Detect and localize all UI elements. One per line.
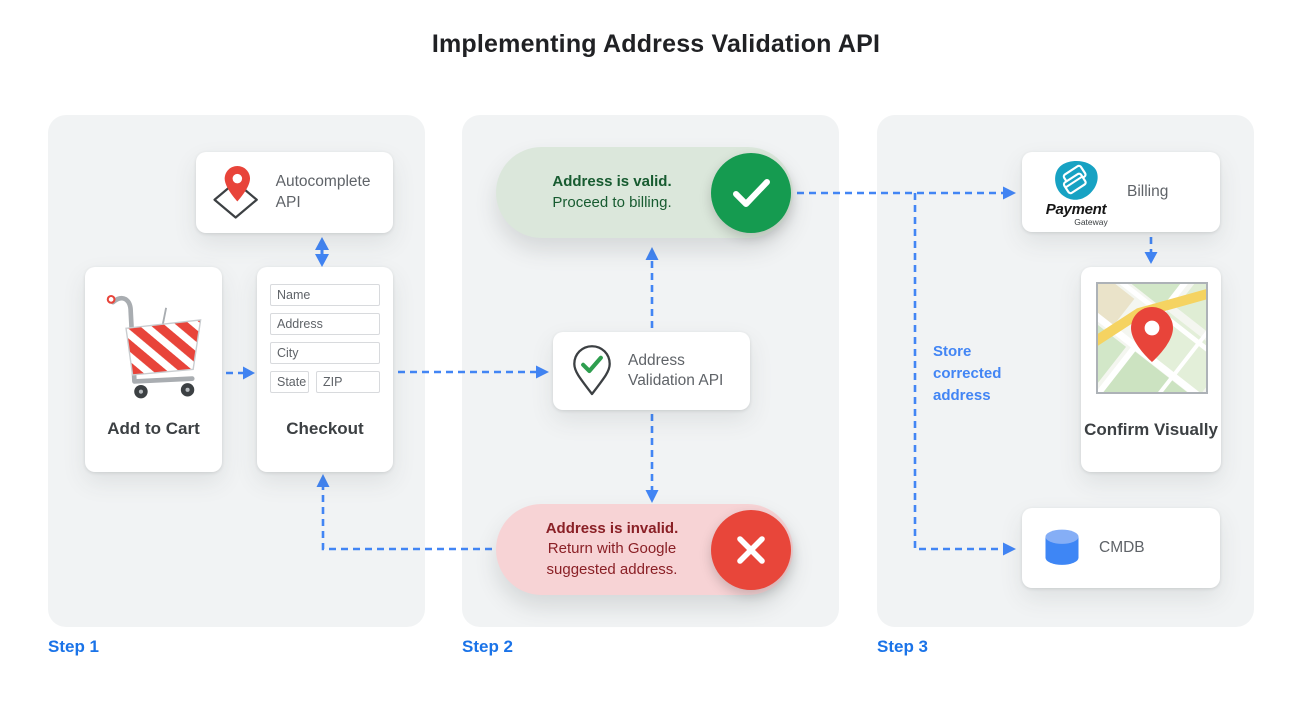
add-to-cart-card: Add to Cart	[85, 267, 222, 472]
map-pin-diamond-icon	[213, 165, 258, 219]
page-title: Implementing Address Validation API	[431, 30, 881, 58]
address-valid-headline: Address is valid.	[552, 173, 672, 191]
autocomplete-api-label: Autocomplete API	[275, 173, 371, 211]
address-invalid-pill: Address is invalid. Return with Google s…	[496, 504, 793, 595]
autocomplete-api-card: Autocomplete API	[196, 152, 393, 233]
checkout-label: Checkout	[286, 419, 364, 438]
checkout-field-city: City	[270, 342, 380, 364]
x-icon	[711, 509, 791, 590]
address-valid-subtext: Proceed to billing.	[552, 193, 672, 211]
checkout-field-address: Address	[270, 313, 380, 335]
payment-gateway-subtitle: Gateway	[1074, 217, 1108, 228]
checkout-field-state: State	[270, 371, 309, 393]
confirm-visually-label: Confirm Visually	[1084, 420, 1218, 440]
payment-gateway-icon	[1055, 161, 1098, 200]
map-preview-image	[1096, 282, 1208, 394]
shopping-cart-icon	[106, 295, 202, 399]
step-3-label: Step 3	[877, 637, 929, 656]
address-valid-pill: Address is valid. Proceed to billing.	[496, 147, 793, 238]
add-to-cart-label: Add to Cart	[107, 419, 200, 438]
address-invalid-headline: Address is invalid.	[545, 519, 679, 537]
check-icon	[711, 152, 791, 233]
address-validation-api-label: Address Validation API	[628, 351, 724, 389]
payment-gateway-logo: Payment Gateway	[1038, 157, 1114, 227]
store-corrected-address-note: Store corrected address	[933, 343, 1002, 404]
database-icon	[1045, 529, 1079, 565]
cmdb-card: CMDB	[1022, 508, 1220, 588]
checkout-form: Name Address City State ZIP	[270, 284, 380, 393]
cmdb-label: CMDB	[1099, 538, 1145, 556]
billing-label: Billing	[1127, 182, 1169, 200]
address-valid-text: Address is valid. Proceed to billing.	[522, 147, 702, 238]
payment-gateway-wordmark: Payment	[1045, 201, 1107, 219]
checkout-field-name: Name	[270, 284, 380, 306]
step-1-label: Step 1	[48, 637, 100, 656]
pin-check-icon	[573, 345, 611, 396]
step-2-label: Step 2	[462, 637, 514, 656]
checkout-field-zip: ZIP	[316, 371, 380, 393]
confirm-visually-card: Confirm Visually	[1081, 267, 1221, 472]
address-invalid-text: Address is invalid. Return with Google s…	[522, 504, 702, 595]
checkout-card: Name Address City State ZIP Checkout	[257, 267, 393, 472]
billing-card: Payment Gateway Billing	[1022, 152, 1220, 232]
address-invalid-subtext: Return with Google suggested address.	[546, 540, 678, 578]
address-validation-api-card: Address Validation API	[553, 332, 750, 410]
